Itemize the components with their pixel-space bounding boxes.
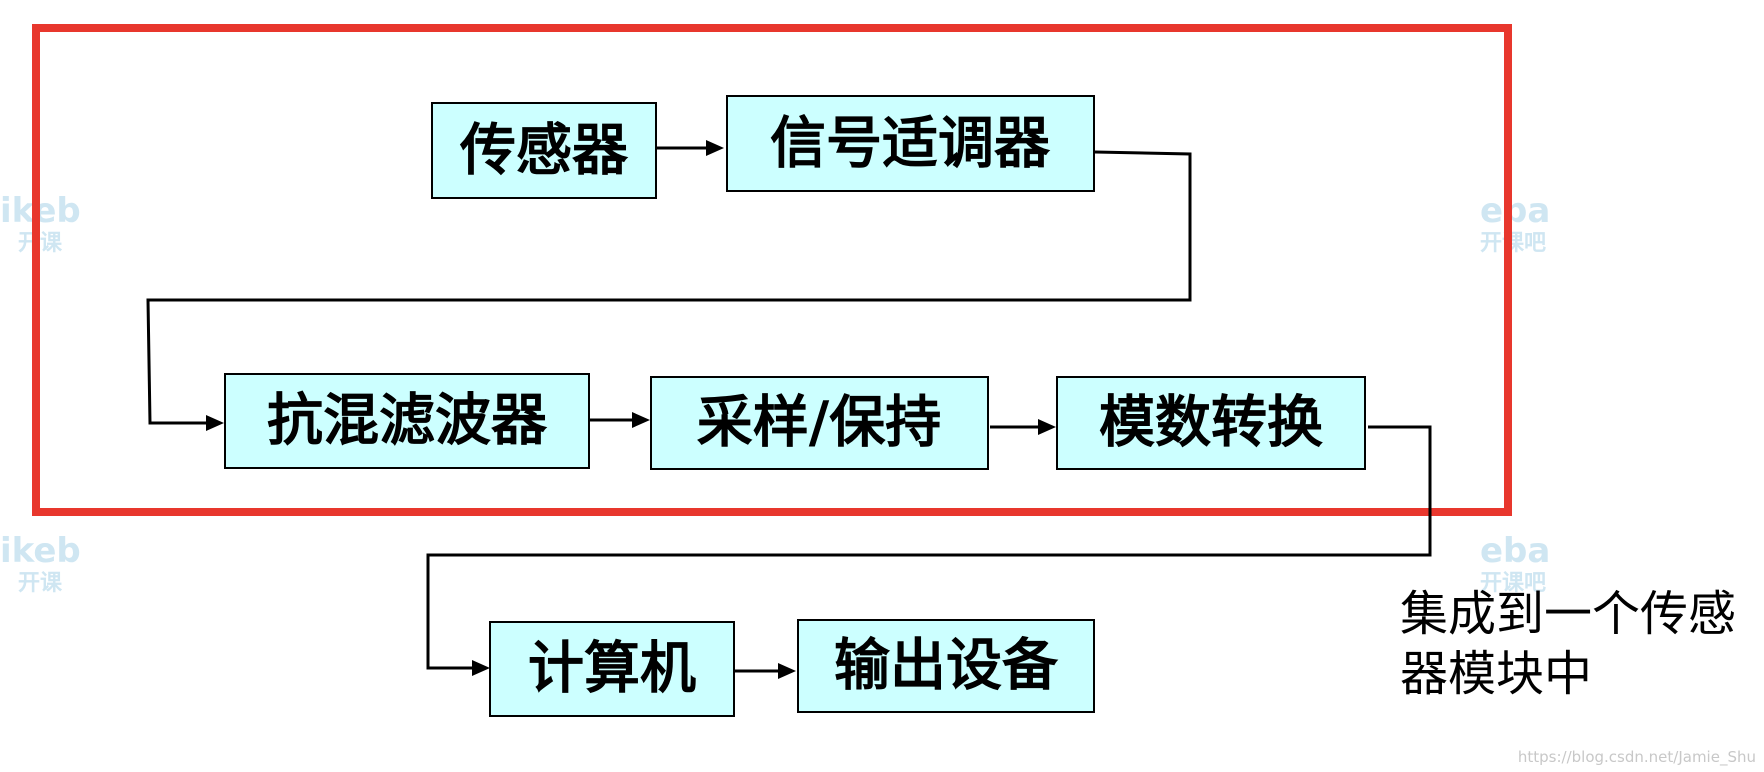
node-sensor: 传感器 bbox=[431, 102, 657, 199]
arrowhead-icon bbox=[206, 415, 224, 431]
node-anti-alias-filter: 抗混滤波器 bbox=[224, 373, 590, 469]
node-sensor-box bbox=[431, 102, 657, 199]
watermark-logo-right-1: eba bbox=[1480, 191, 1550, 231]
node-computer-label: 计算机 bbox=[528, 637, 696, 702]
node-adc-label: 模数转换 bbox=[1099, 391, 1323, 456]
node-adc-box bbox=[1056, 376, 1366, 470]
arrowhead-icon bbox=[706, 140, 724, 156]
watermark-logo-right-2: eba bbox=[1480, 531, 1550, 571]
node-computer-box bbox=[489, 621, 735, 717]
arrowhead-icon bbox=[632, 412, 650, 428]
connectors bbox=[146, 140, 1432, 679]
annotation-line-1: 集成到一个传感 bbox=[1400, 586, 1736, 642]
source-url: https://blog.csdn.net/Jamie_Shu bbox=[1518, 748, 1756, 767]
node-computer: 计算机 bbox=[489, 621, 735, 717]
highlight-frame bbox=[32, 24, 1512, 516]
node-signal-conditioner-label: 信号适调器 bbox=[770, 112, 1051, 177]
watermark-sub-right-1: 开课吧 bbox=[1480, 231, 1546, 256]
watermark-sub-right-2: 开课吧 bbox=[1480, 571, 1546, 596]
connector-adc-to-computer bbox=[426, 425, 1432, 670]
node-output-device-box bbox=[797, 619, 1095, 713]
node-output-device: 输出设备 bbox=[797, 619, 1095, 713]
watermark-logo-left-2: ikeb bbox=[0, 531, 81, 571]
arrowhead-icon bbox=[472, 660, 490, 676]
node-sample-hold: 采样/保持 bbox=[650, 376, 989, 470]
watermark-sub-left-1: 开课 bbox=[18, 231, 63, 256]
node-anti-alias-filter-label: 抗混滤波器 bbox=[267, 389, 548, 454]
node-anti-alias-filter-box bbox=[224, 373, 590, 469]
node-signal-conditioner: 信号适调器 bbox=[726, 95, 1095, 192]
connector-conditioner-to-filter bbox=[146, 150, 1192, 425]
node-sensor-label: 传感器 bbox=[459, 119, 629, 184]
watermarks: ikeb 开课 ikeb 开课 eba 开课吧 eba 开课吧 bbox=[0, 191, 1550, 596]
watermark-sub-left-2: 开课 bbox=[18, 571, 63, 596]
watermark-logo-left-1: ikeb bbox=[0, 191, 81, 231]
node-signal-conditioner-box bbox=[726, 95, 1095, 192]
node-adc: 模数转换 bbox=[1056, 376, 1366, 470]
node-sample-hold-label: 采样/保持 bbox=[697, 391, 941, 456]
arrowhead-icon bbox=[778, 663, 796, 679]
annotation-line-2: 器模块中 bbox=[1400, 646, 1592, 702]
node-output-device-label: 输出设备 bbox=[834, 634, 1059, 699]
arrowhead-icon bbox=[1038, 419, 1056, 435]
node-sample-hold-box bbox=[650, 376, 989, 470]
